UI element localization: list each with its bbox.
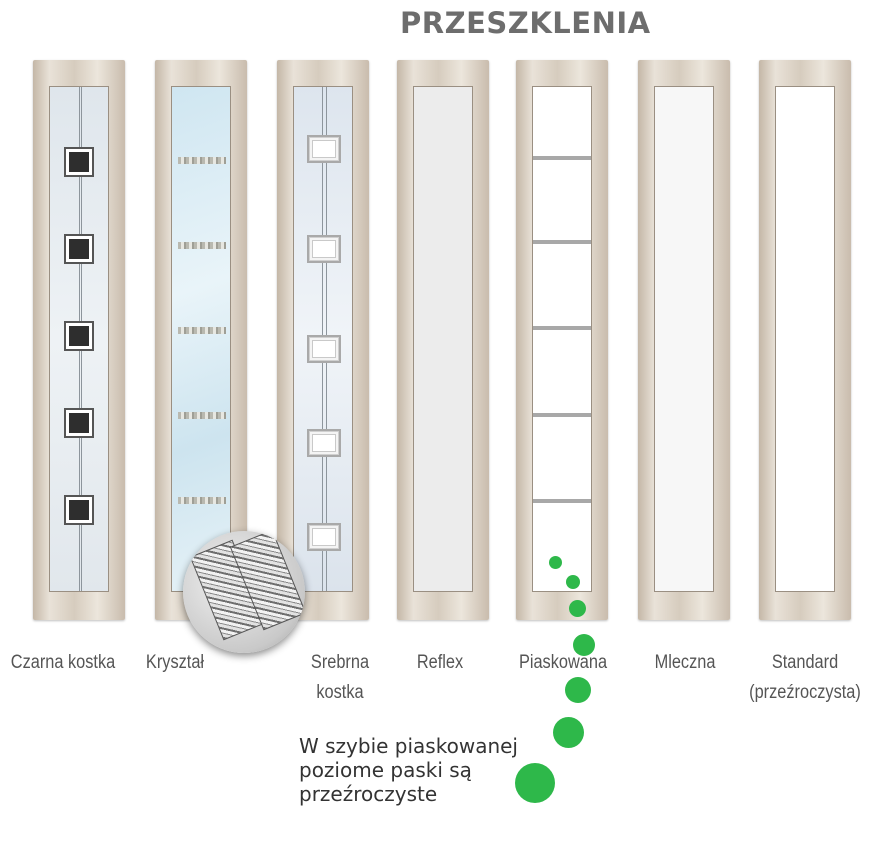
crystal-stripe [178,157,226,164]
glass-pane [413,86,473,592]
glass-pane [775,86,835,592]
panel-label-reflex: Reflex [416,652,464,673]
crystal-stripe [178,242,226,249]
panel-label-krysztal: Kryształ [145,652,205,673]
sandblast-stripe [533,499,591,503]
crystal-stripe [178,497,226,504]
panel-label-standard: Standard (przeźroczysta) [749,652,861,703]
panel-srebrna-kostka[interactable] [277,60,369,620]
panel-krysztal[interactable] [155,60,247,620]
glass-pane [532,86,592,592]
square-ornament [64,408,94,438]
pointer-dot [549,556,562,569]
square-ornament [307,135,341,163]
sandblast-stripe [533,413,591,417]
square-ornament [307,429,341,457]
square-ornament [307,335,341,363]
square-ornament [64,321,94,351]
pointer-dot [553,717,584,748]
panel-label-mleczna: Mleczna [654,652,716,673]
crystal-stripe [178,412,226,419]
panel-standard[interactable] [759,60,851,620]
crystal-stripe [178,327,226,334]
panel-czarna-kostka[interactable] [33,60,125,620]
page-title: PRZESZKLENIA [400,6,651,40]
pointer-dot [515,763,555,803]
panel-label-czarna-kostka: Czarna kostka [10,652,116,673]
panel-piaskowana[interactable] [516,60,608,620]
sandblast-stripe [533,240,591,244]
panel-label-piaskowana: Piaskowana [518,652,608,673]
square-ornament [307,523,341,551]
magnifier-icon [183,531,305,653]
panel-reflex[interactable] [397,60,489,620]
pointer-dot [569,600,586,617]
info-note: W szybie piaskowanej poziome paski są pr… [299,734,518,806]
pointer-dot [566,575,580,589]
glass-pane [171,86,231,592]
pointer-dot [573,634,595,656]
square-ornament [64,495,94,525]
square-ornament [64,234,94,264]
glass-pane [654,86,714,592]
pointer-dot [565,677,591,703]
sandblast-stripe [533,156,591,160]
glass-pane [293,86,353,592]
panel-label-srebrna-kostka: Srebrna kostka [310,652,370,703]
square-ornament [307,235,341,263]
square-ornament [64,147,94,177]
glass-pane [49,86,109,592]
panel-mleczna[interactable] [638,60,730,620]
sandblast-stripe [533,326,591,330]
